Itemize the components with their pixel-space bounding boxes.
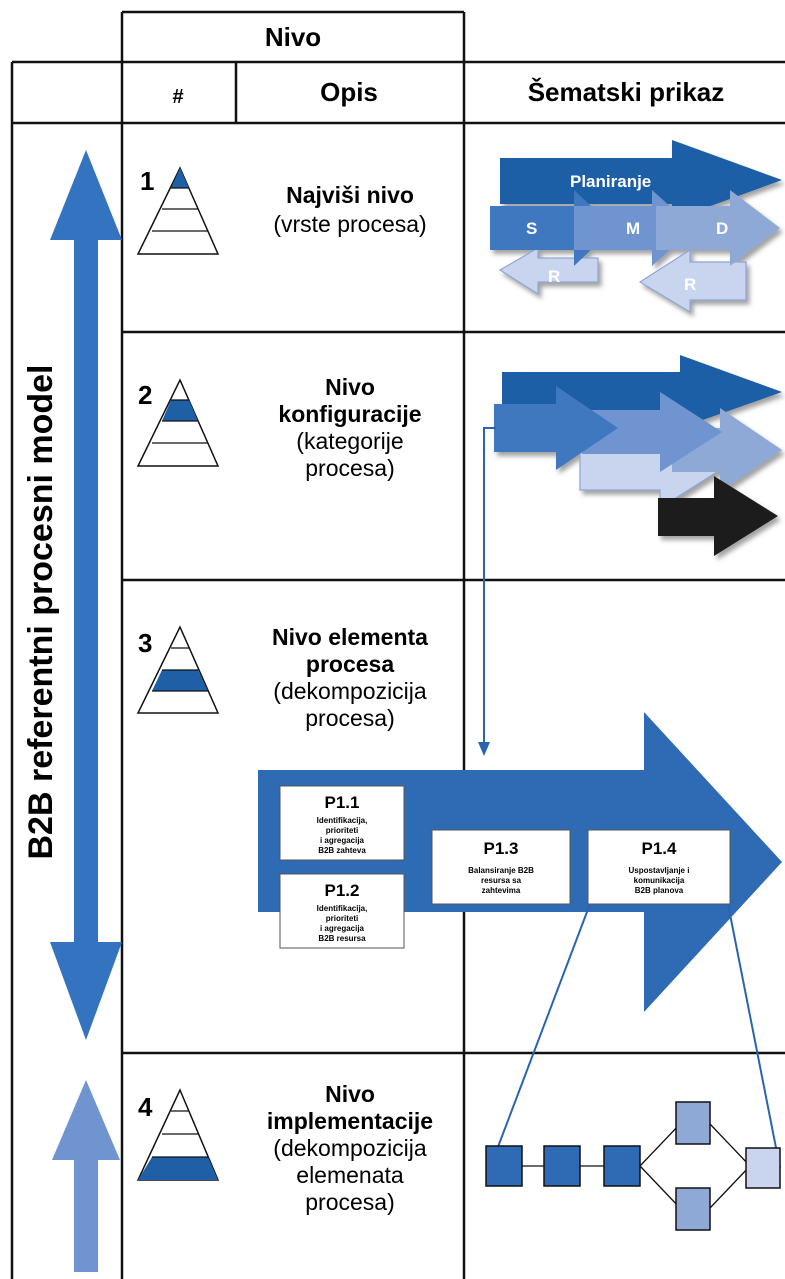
level-subtitle: procesa) (305, 705, 394, 731)
r-label-2: R (684, 275, 696, 294)
plan-arrow (500, 140, 782, 220)
pyramid-icon (136, 378, 220, 467)
m-label: M (626, 219, 640, 238)
level-4-workflow (485, 1101, 781, 1231)
r-label-1: R (548, 267, 560, 286)
mid-arrow (582, 392, 722, 472)
level-2-description: Nivo konfiguracije (kategorije procesa) (278, 374, 421, 481)
implementation-up-arrow (52, 1080, 120, 1272)
process-line: Balansiranje B2B (468, 866, 534, 875)
level-title: Nivo (325, 1081, 375, 1107)
level-number: 2 (138, 380, 152, 410)
process-line: B2B zahteva (318, 846, 366, 855)
pyramid-icon (136, 625, 220, 714)
level-2: 2 (136, 378, 220, 467)
level-subtitle: elemenata (296, 1162, 404, 1188)
table-grid (10, 10, 785, 1279)
process-box-p1-1: P1.1 Identifikacija, prioriteti i agrega… (279, 785, 405, 861)
black-arrow (658, 476, 778, 556)
level-subtitle: (dekompozicija (273, 1135, 427, 1161)
process-line: prioriteti (326, 826, 358, 835)
process-code: P1.4 (642, 839, 678, 858)
r-arrow-2 (638, 248, 747, 314)
workflow-step (745, 1147, 781, 1189)
process-line: B2B resursa (318, 934, 366, 943)
level-number: 3 (138, 628, 152, 658)
side-double-arrow (50, 150, 122, 1040)
process-line: komunikacija (634, 876, 685, 885)
level-number: 4 (138, 1092, 153, 1122)
process-box-p1-4: P1.4 Uspostavljanje i komunikacija B2B p… (587, 829, 731, 905)
level-number: 1 (140, 166, 154, 196)
process-line: Uspostavljanje i (629, 866, 690, 875)
level-title: Nivo elementa (272, 624, 428, 650)
workflow-step (485, 1145, 523, 1187)
level-4-description: Nivo implementacije (dekompozicija eleme… (267, 1081, 433, 1215)
process-box-p1-2: P1.2 Identifikacija, prioriteti i agrega… (279, 873, 405, 949)
level-subtitle: (dekompozicija (273, 678, 427, 704)
process-box-p1-3: P1.3 Balansiranje B2B resursa sa zahtevi… (431, 829, 571, 905)
description-column-header: Opis (320, 77, 378, 107)
workflow-step (603, 1145, 641, 1187)
level-title: implementacije (267, 1108, 433, 1134)
level-1-description: Najviši nivo (vrste procesa) (273, 182, 426, 237)
process-line: B2B planova (635, 886, 684, 895)
d-label: D (716, 219, 728, 238)
process-line: prioriteti (326, 914, 358, 923)
level-subtitle: procesa) (305, 1189, 394, 1215)
workflow-step (675, 1101, 711, 1145)
level-title: procesa (306, 651, 394, 677)
workflow-step (543, 1145, 581, 1187)
level-1-schematic (490, 140, 782, 314)
process-line: Identifikacija, (317, 904, 368, 913)
side-label: B2B referentni procesni model (22, 364, 60, 859)
process-line: Identifikacija, (317, 816, 368, 825)
process-line: i agregacija (320, 924, 365, 933)
process-code: P1.1 (325, 793, 360, 812)
level-3-description: Nivo elementa procesa (dekompozicija pro… (272, 624, 428, 731)
level-2-schematic (494, 355, 782, 556)
dark-arrow (494, 386, 618, 470)
level-subtitle: procesa) (305, 455, 394, 481)
process-line: i agregacija (320, 836, 365, 845)
d-arrow (656, 190, 780, 266)
level-title: konfiguracije (278, 401, 421, 427)
connector-line (478, 427, 496, 756)
schematic-column-header: Šematski prikaz (528, 77, 725, 107)
pyramid-icon (136, 166, 220, 255)
process-line: zahtevima (482, 886, 521, 895)
level-title: Nivo (325, 374, 375, 400)
level-subtitle: (vrste procesa) (273, 211, 426, 237)
zoom-lines (489, 903, 781, 1169)
pyramid-icon (136, 1088, 220, 1181)
level-title: Najviši nivo (286, 182, 414, 208)
level-1-arrow-labels: Planiranje S M D R R (526, 172, 728, 294)
process-code: P1.3 (484, 839, 519, 858)
process-code: P1.2 (325, 881, 360, 900)
level-3: 3 (136, 625, 220, 714)
workflow-step (675, 1187, 711, 1231)
nivo-header: Nivo (265, 22, 321, 52)
s-label: S (526, 219, 537, 238)
level-subtitle: (kategorije (296, 428, 403, 454)
plan-label: Planiranje (570, 172, 651, 191)
process-line: resursa sa (481, 876, 522, 885)
number-column-header: # (172, 86, 183, 108)
level-1: 1 (136, 166, 220, 255)
level-4: 4 (136, 1088, 220, 1181)
